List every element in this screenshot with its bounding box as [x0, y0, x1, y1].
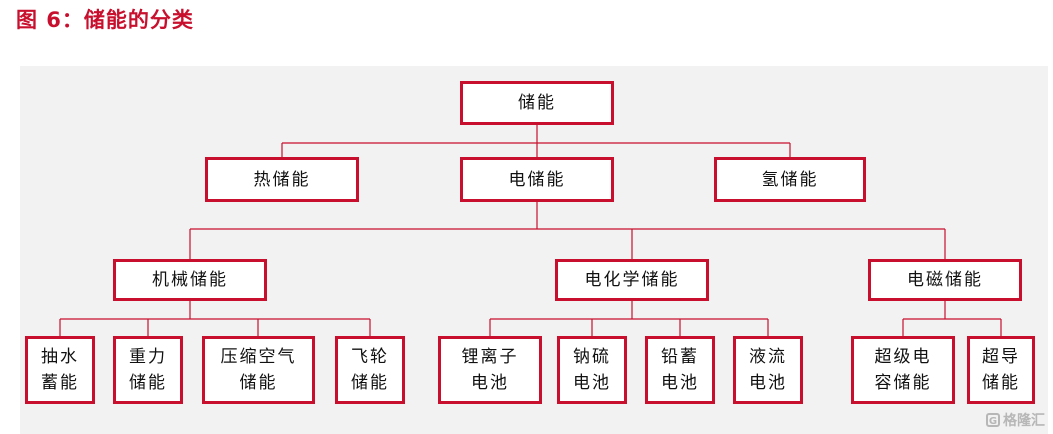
node-lead-acid-battery: 铅蓄 电池 — [645, 336, 715, 404]
node-hydrogen-storage: 氢储能 — [714, 157, 866, 202]
node-sodium-sulfur-battery: 钠硫 电池 — [557, 336, 627, 404]
node-flywheel: 飞轮 储能 — [335, 336, 405, 404]
watermark-logo-icon: G — [986, 413, 1000, 427]
node-gravity-storage: 重力 储能 — [113, 336, 183, 404]
node-flow-battery: 液流 电池 — [733, 336, 803, 404]
watermark: G 格隆汇 — [986, 410, 1045, 430]
node-electromagnetic-storage: 电磁储能 — [868, 259, 1022, 301]
figure-title: 图 6：储能的分类 — [16, 8, 194, 32]
node-supercapacitor: 超级电 容储能 — [851, 336, 955, 404]
node-energy-storage: 储能 — [460, 81, 614, 125]
node-thermal-storage: 热储能 — [205, 157, 359, 202]
node-mechanical-storage: 机械储能 — [113, 259, 267, 301]
node-superconducting-storage: 超导 储能 — [967, 336, 1035, 404]
node-electric-storage: 电储能 — [460, 157, 614, 202]
node-pumped-hydro: 抽水 蓄能 — [25, 336, 95, 404]
node-lithium-ion-battery: 锂离子 电池 — [438, 336, 542, 404]
node-electrochemical-storage: 电化学储能 — [555, 259, 709, 301]
watermark-text: 格隆汇 — [1003, 413, 1045, 429]
node-compressed-air: 压缩空气 储能 — [202, 336, 315, 404]
